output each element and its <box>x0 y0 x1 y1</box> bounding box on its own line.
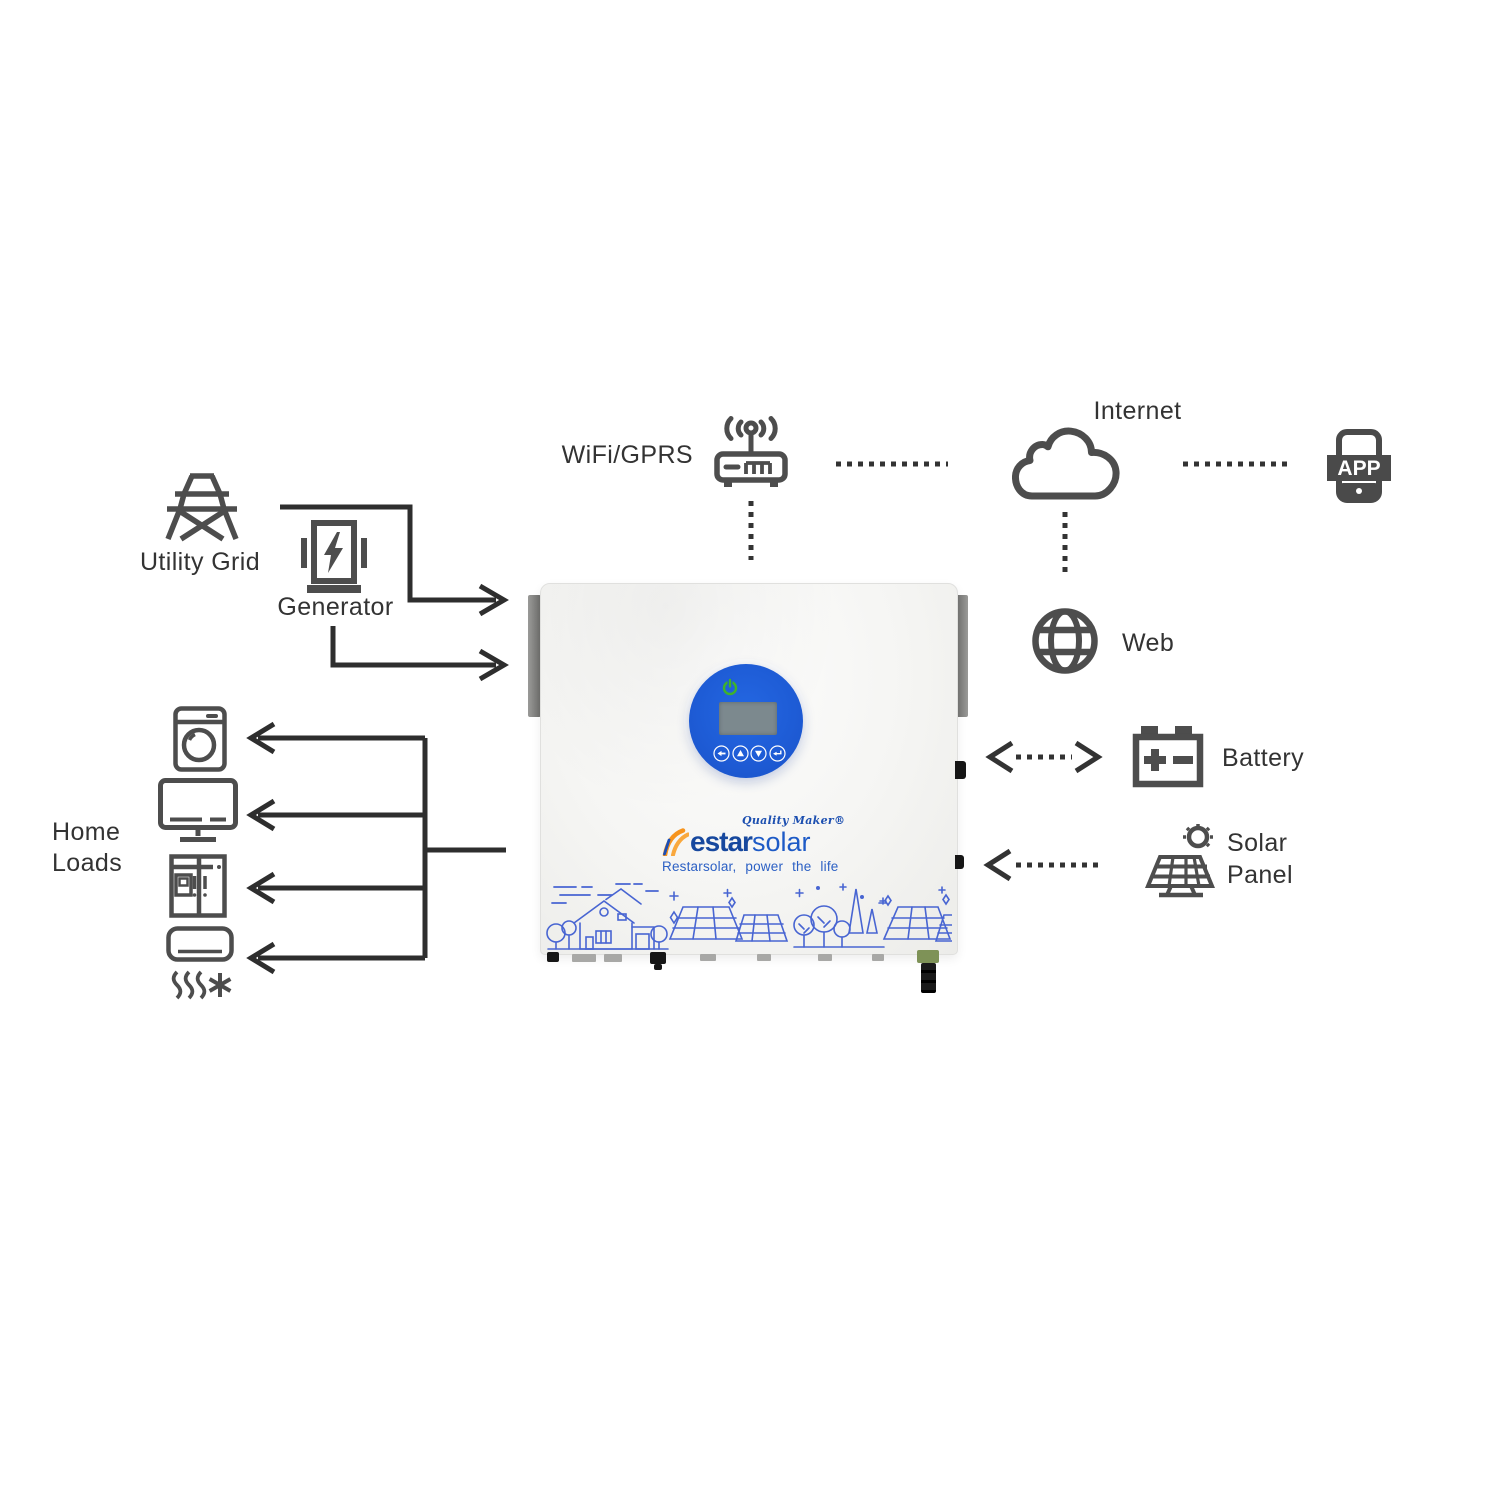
dc-connector-cap <box>917 950 939 963</box>
brand-name-bold: estar <box>690 826 753 857</box>
internet-label: Internet <box>1093 397 1182 425</box>
bottom-tab <box>604 954 622 962</box>
arrow-generator-head <box>478 648 509 682</box>
sun-icon <box>1183 824 1213 849</box>
solar-panel-icon <box>1145 824 1215 898</box>
power-icon <box>722 678 738 696</box>
mount-bracket-right <box>955 595 968 717</box>
solar-panel-label-line2: Panel <box>1227 861 1293 889</box>
lcd-screen <box>719 702 777 735</box>
bottom-tab <box>700 954 716 961</box>
control-panel <box>689 664 803 778</box>
arrow-utility-to-inverter <box>280 504 496 603</box>
brand-mark-icon <box>662 828 689 856</box>
housing-artwork <box>546 883 952 950</box>
button-back[interactable] <box>713 745 730 762</box>
wifi-router-icon <box>714 416 788 487</box>
generator-label: Generator <box>277 593 394 621</box>
antenna-connector-stem <box>654 964 662 970</box>
monitor-icon <box>158 778 238 842</box>
cloud-icon <box>1012 427 1120 500</box>
button-up[interactable] <box>732 745 749 762</box>
air-conditioner-icon <box>166 926 234 1000</box>
washing-machine-icon <box>173 706 227 772</box>
refrigerator-icon <box>169 854 227 918</box>
globe-icon <box>1032 608 1098 674</box>
side-port-lower <box>955 855 964 869</box>
bottom-tab <box>818 954 832 961</box>
wifi-gprs-label: WiFi/GPRS <box>561 441 693 469</box>
antenna-connector <box>650 952 666 964</box>
brand-script-text: Quality Maker® <box>742 814 846 827</box>
home-loads-label-line2: Loads <box>52 849 123 877</box>
arrow-to-ac-head <box>246 941 276 975</box>
brand-name-light: solar <box>751 827 811 857</box>
arrow-to-washer-head <box>246 721 276 755</box>
app-phone-icon: APP <box>1327 429 1391 503</box>
bottom-port-left <box>547 952 559 962</box>
dotted-battery-head-left <box>985 740 1014 774</box>
dotted-solar-head-left <box>983 848 1012 882</box>
transmission-tower-icon <box>165 473 239 542</box>
button-enter[interactable] <box>769 745 786 762</box>
arrow-to-monitor-head <box>246 798 276 832</box>
heat-waves-icon <box>171 970 183 1000</box>
side-port-upper <box>955 761 966 779</box>
generator-icon <box>301 520 367 593</box>
button-down[interactable] <box>750 745 767 762</box>
home-loads-label-line1: Home <box>52 818 121 846</box>
dotted-battery-head-right <box>1074 740 1103 774</box>
bottom-tab <box>572 954 596 962</box>
brand-tagline: Restarsolar, power the life <box>662 859 839 874</box>
bottom-tab <box>757 954 771 961</box>
bottom-tab <box>872 954 884 961</box>
battery-label: Battery <box>1222 744 1304 772</box>
arrow-generator-to-inverter <box>330 626 496 668</box>
arrow-to-fridge-head <box>246 871 276 905</box>
battery-icon <box>1132 726 1204 788</box>
snowflake-icon <box>208 973 232 997</box>
app-badge-text: APP <box>1337 457 1380 480</box>
arrow-utility-head <box>478 583 509 617</box>
solar-panel-label-line1: Solar <box>1227 829 1288 857</box>
utility-grid-label: Utility Grid <box>139 548 261 576</box>
mount-bracket-left <box>528 595 541 717</box>
dc-connector-body <box>921 963 936 993</box>
web-label: Web <box>1122 629 1175 657</box>
